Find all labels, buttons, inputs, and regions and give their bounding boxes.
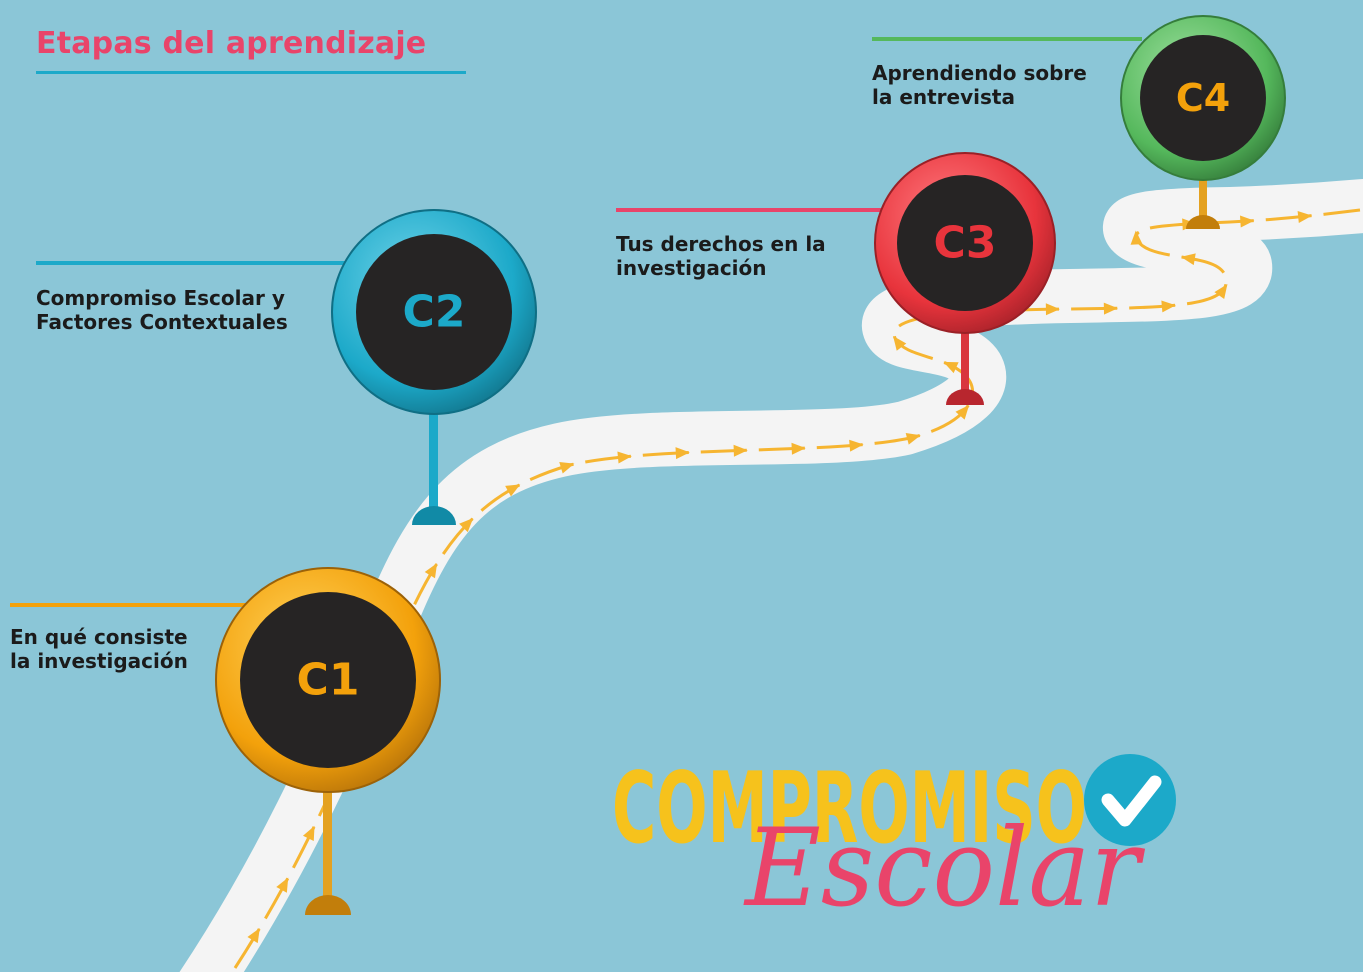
arrow-head xyxy=(459,517,474,533)
road xyxy=(179,179,1363,972)
page-title: Etapas del aprendizaje xyxy=(36,26,466,74)
arrow-head xyxy=(302,825,315,842)
logo-word-compromiso: COMPROMISO xyxy=(612,752,1087,866)
stage-line-c2 xyxy=(36,261,356,265)
pin-c1[interactable]: C1 xyxy=(215,567,441,915)
arrow-head xyxy=(1130,230,1143,245)
arrow-head xyxy=(505,484,521,497)
arrow-head xyxy=(1239,215,1255,228)
pin-c4[interactable]: C4 xyxy=(1120,15,1286,229)
arrow-head xyxy=(276,877,289,893)
check-icon xyxy=(1084,754,1176,846)
pin-label-c3: C3 xyxy=(934,218,997,269)
arrow-head xyxy=(1045,303,1060,316)
arrow-heads xyxy=(247,211,1313,944)
pin-label-c4: C4 xyxy=(1176,76,1230,120)
compromiso-escolar-logo: COMPROMISO Escolar xyxy=(612,752,1176,931)
logo-word-escolar: Escolar xyxy=(743,806,1145,931)
arrow-head xyxy=(1297,211,1313,223)
pin-label-c2: C2 xyxy=(403,287,466,338)
arrow-head xyxy=(1161,300,1176,313)
stage-line-c1 xyxy=(10,603,246,607)
stage-label-c2: Compromiso Escolar y Factores Contextual… xyxy=(36,286,288,334)
arrow-head xyxy=(791,442,806,455)
arrow-head xyxy=(849,439,864,452)
arrow-head xyxy=(1103,302,1118,315)
arrow-head xyxy=(559,461,575,474)
arrow-head xyxy=(247,928,260,944)
arrow-head xyxy=(893,336,907,351)
pin-c3[interactable]: C3 xyxy=(874,152,1056,405)
stage-label-c1: En qué consiste la investigación xyxy=(10,625,188,673)
arrow-head xyxy=(905,432,921,445)
arrow-head xyxy=(617,451,632,464)
stage-line-c3 xyxy=(616,208,891,212)
arrow-head xyxy=(424,563,438,579)
stage-label-c4: Aprendiendo sobre la entrevista xyxy=(872,61,1087,109)
stage-label-c3: Tus derechos en la investigación xyxy=(616,232,826,280)
arrow-head xyxy=(955,405,970,420)
arrow-head xyxy=(943,361,959,374)
arrow-head xyxy=(1214,284,1228,300)
stage-line-c4 xyxy=(872,37,1142,41)
pin-c2[interactable]: C2 xyxy=(331,209,537,525)
pin-label-c1: C1 xyxy=(297,655,360,706)
arrow-head xyxy=(733,444,748,457)
arrow-head xyxy=(675,447,690,460)
arrow-head xyxy=(1180,253,1196,266)
